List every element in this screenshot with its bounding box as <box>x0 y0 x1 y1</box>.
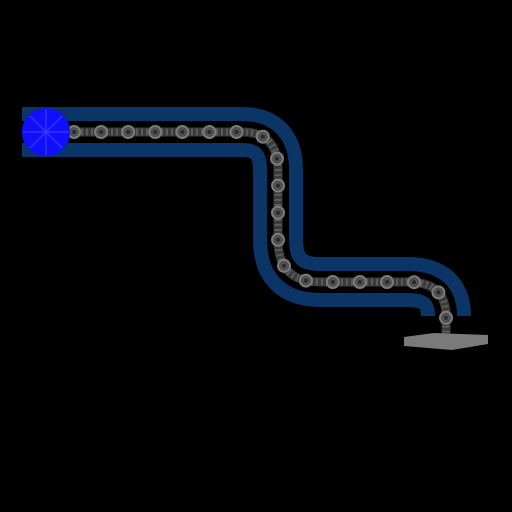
chain-ring-hub <box>126 130 131 134</box>
chain-ring-hub <box>282 263 286 268</box>
chain-ring-hub <box>276 237 280 242</box>
chain-ring-hub <box>444 315 448 320</box>
landing-platform-icon <box>404 333 488 350</box>
chain-ring-hub <box>275 156 279 161</box>
chain-ring-hub <box>234 130 239 134</box>
gear-ball-icon[interactable] <box>22 108 70 156</box>
chain-ring-hub <box>153 130 158 134</box>
chain-ring-hub <box>303 278 308 283</box>
chain-ring-hub <box>72 130 76 134</box>
chain-ring-hub <box>207 130 212 134</box>
chain-link-texture <box>46 128 450 334</box>
chain-ring-hub <box>385 280 389 284</box>
chain-ring-hub <box>436 290 441 295</box>
chain-ring-hub <box>276 210 280 215</box>
chain-ring-hub <box>99 130 104 134</box>
chain-ring-hub <box>412 280 417 285</box>
chain-ring-hub <box>180 130 185 134</box>
chain-ring-hub <box>276 183 280 188</box>
chain-ring-hub <box>330 280 335 284</box>
chain-ring-hub <box>260 134 265 139</box>
chain-ring-hub <box>357 280 362 284</box>
chain-rings <box>67 125 453 325</box>
